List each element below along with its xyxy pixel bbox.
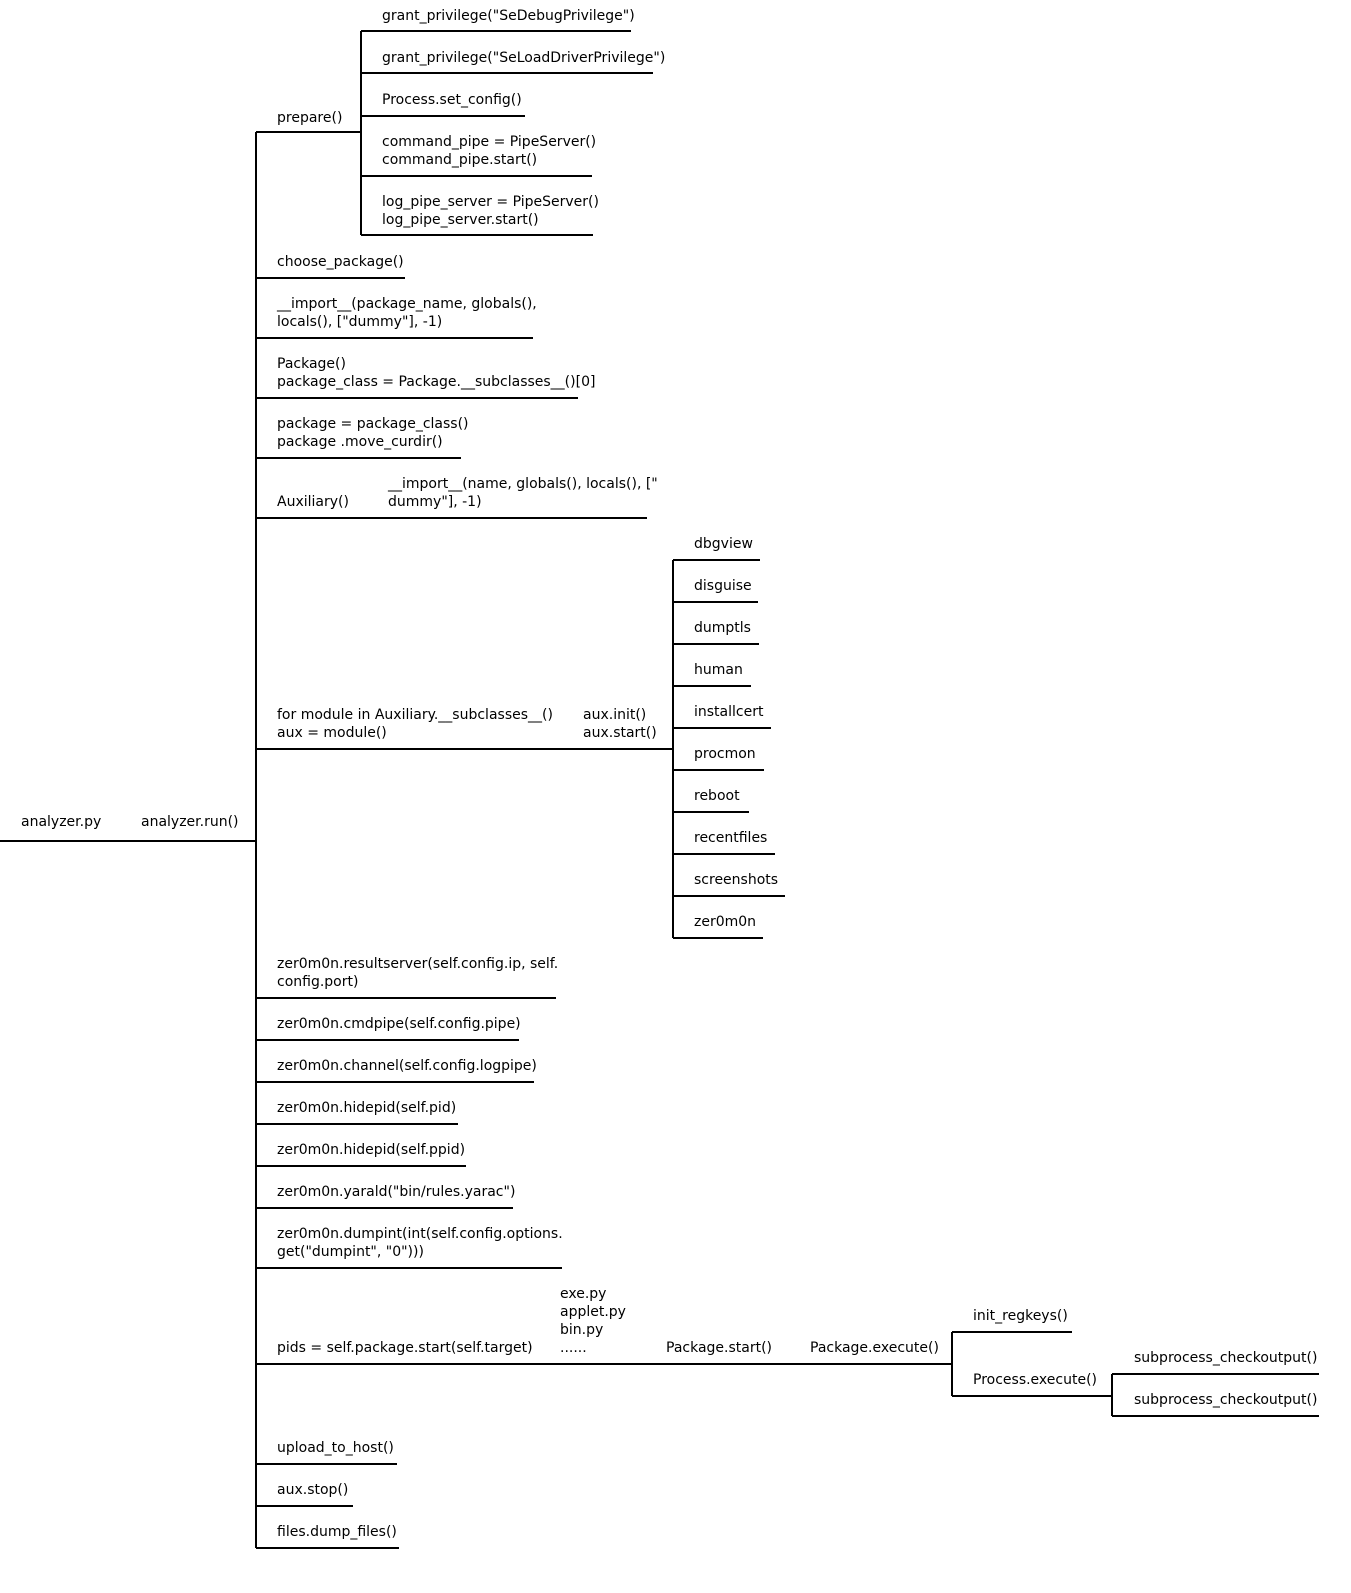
node-package-class: Package() package_class = Package.__subc… — [277, 356, 596, 390]
node-zer0m0n-yarald: zer0m0n.yarald("bin/rules.yarac") — [277, 1184, 516, 1200]
node-init-regkeys: init_regkeys() — [973, 1308, 1068, 1324]
node-module-disguise: disguise — [694, 578, 752, 594]
node-module-zer0m0n: zer0m0n — [694, 914, 757, 930]
node-subprocess-2: subprocess_checkoutput() — [1134, 1392, 1318, 1408]
node-module-installcert: installcert — [694, 704, 764, 720]
node-module-dumptls: dumptls — [694, 620, 751, 636]
node-grant-loaddriver: grant_privilege("SeLoadDriverPrivilege") — [382, 50, 666, 66]
node-analyzer-run: analyzer.run() — [141, 814, 239, 830]
node-log-pipe: log_pipe_server = PipeServer() log_pipe_… — [382, 194, 599, 228]
node-zer0m0n-cmdpipe: zer0m0n.cmdpipe(self.config.pipe) — [277, 1016, 521, 1032]
node-zer0m0n-dumpint: zer0m0n.dumpint(int(self.config.options.… — [277, 1226, 563, 1260]
node-upload-to-host: upload_to_host() — [277, 1440, 394, 1456]
node-package-execute: Package.execute() — [810, 1340, 939, 1356]
node-zer0m0n-channel: zer0m0n.channel(self.config.logpipe) — [277, 1058, 537, 1074]
node-choose-package: choose_package() — [277, 254, 404, 270]
node-modules-loop: for module in Auxiliary.__subclasses__()… — [277, 707, 553, 741]
node-zer0m0n-hidepid: zer0m0n.hidepid(self.pid) — [277, 1100, 457, 1116]
node-prepare: prepare() — [277, 110, 343, 126]
node-zer0m0n-hidepid-ppid: zer0m0n.hidepid(self.ppid) — [277, 1142, 466, 1158]
node-process-execute: Process.execute() — [973, 1372, 1097, 1388]
node-aux-calls: aux.init() aux.start() — [583, 707, 657, 741]
node-grant-debug: grant_privilege("SeDebugPrivilege") — [382, 8, 635, 24]
node-package-list: exe.py applet.py bin.py ...... — [560, 1286, 626, 1356]
node-aux-stop: aux.stop() — [277, 1482, 349, 1498]
node-package-start-call: pids = self.package.start(self.target) — [277, 1340, 533, 1356]
node-import-package: __import__(package_name, globals(), loca… — [277, 296, 537, 330]
node-module-procmon: procmon — [694, 746, 756, 762]
node-dump-files: files.dump_files() — [277, 1524, 397, 1540]
node-package-init: package = package_class() package .move_… — [277, 416, 469, 450]
node-auxiliary-import: __import__(name, globals(), locals(), ["… — [388, 476, 658, 510]
node-analyzer-py: analyzer.py — [21, 814, 102, 830]
node-module-recentfiles: recentfiles — [694, 830, 768, 846]
node-zer0m0n-resultserver: zer0m0n.resultserver(self.config.ip, sel… — [277, 956, 559, 990]
node-set-config: Process.set_config() — [382, 92, 522, 108]
node-subprocess-1: subprocess_checkoutput() — [1134, 1350, 1318, 1366]
node-command-pipe: command_pipe = PipeServer() command_pipe… — [382, 134, 597, 168]
node-package-start: Package.start() — [666, 1340, 773, 1356]
node-auxiliary: Auxiliary() — [277, 494, 349, 510]
node-module-screenshots: screenshots — [694, 872, 779, 888]
node-module-reboot: reboot — [694, 788, 740, 804]
node-module-dbgview: dbgview — [694, 536, 753, 552]
node-module-human: human — [694, 662, 743, 678]
